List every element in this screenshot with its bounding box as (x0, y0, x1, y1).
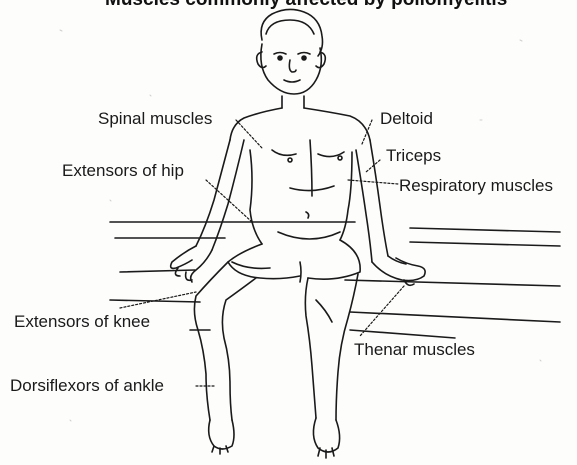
paper-speckles (60, 30, 541, 421)
label-dorsiflexors-of-ankle: Dorsiflexors of ankle (10, 377, 164, 394)
right-leg-drawing (305, 274, 358, 458)
leader-spinal-muscles (236, 120, 262, 148)
label-extensors-of-knee: Extensors of knee (14, 313, 150, 330)
bench-drawing (110, 222, 560, 338)
shorts-drawing (228, 240, 360, 282)
label-spinal-muscles: Spinal muscles (98, 110, 212, 127)
label-deltoid: Deltoid (380, 110, 433, 127)
head-drawing (257, 9, 326, 108)
label-extensors-of-hip: Extensors of hip (62, 162, 184, 179)
leader-thenar-muscles (360, 286, 404, 336)
left-leg-drawing (194, 262, 256, 454)
torso-drawing (230, 108, 370, 244)
label-triceps: Triceps (386, 147, 441, 164)
label-thenar-muscles: Thenar muscles (354, 341, 475, 358)
leader-respiratory-muscles (348, 180, 398, 184)
label-respiratory-muscles: Respiratory muscles (399, 177, 553, 194)
